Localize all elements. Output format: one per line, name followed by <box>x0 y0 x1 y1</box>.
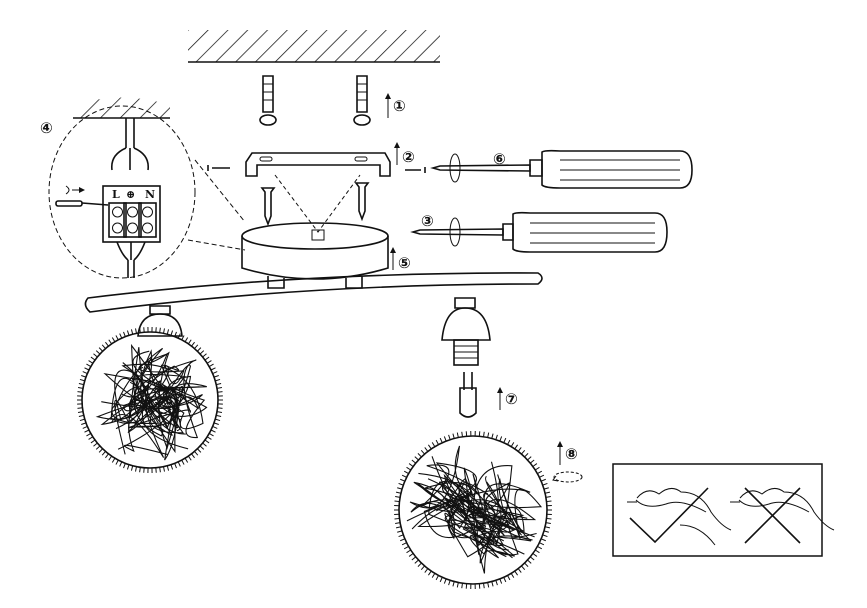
wiring-detail: L ⊕ N <box>48 97 246 279</box>
wall-plug-left <box>259 75 277 126</box>
wall-plug-right <box>353 75 371 126</box>
terminal-neutral-label: N <box>145 188 155 201</box>
screwdriver-top <box>430 149 693 189</box>
terminal-block <box>108 202 127 238</box>
left-lamp-holder <box>137 305 183 337</box>
step-7-label: ⑦ <box>505 390 518 408</box>
step-1-label: ① <box>393 97 406 115</box>
step-2-label: ② <box>402 148 415 166</box>
screws <box>260 174 370 233</box>
hand-correct-icon <box>627 487 732 546</box>
g9-bulb <box>459 372 477 418</box>
right-lamp-holder <box>441 297 491 366</box>
step-5-label: ⑤ <box>398 254 411 272</box>
mounting-bracket <box>207 152 426 177</box>
right-wire-shade <box>394 431 552 589</box>
step-3-label: ③ <box>421 212 434 230</box>
ceiling <box>188 30 440 63</box>
terminal-block <box>138 202 157 238</box>
screwdriver-bottom <box>410 211 668 253</box>
terminal-earth-label: ⊕ <box>126 188 135 201</box>
bulb-handling-warning <box>612 463 835 557</box>
hand-wrong-icon <box>730 487 835 544</box>
step-4-label: ④ <box>40 119 53 137</box>
terminal-block <box>123 202 142 238</box>
terminal-live-label: L <box>112 188 120 201</box>
step-6-label: ⑥ <box>493 150 506 168</box>
step-8-label: ⑧ <box>565 445 578 463</box>
rotate-icon <box>552 471 583 483</box>
left-wire-shade <box>77 327 223 473</box>
lamp-bar <box>84 272 543 313</box>
